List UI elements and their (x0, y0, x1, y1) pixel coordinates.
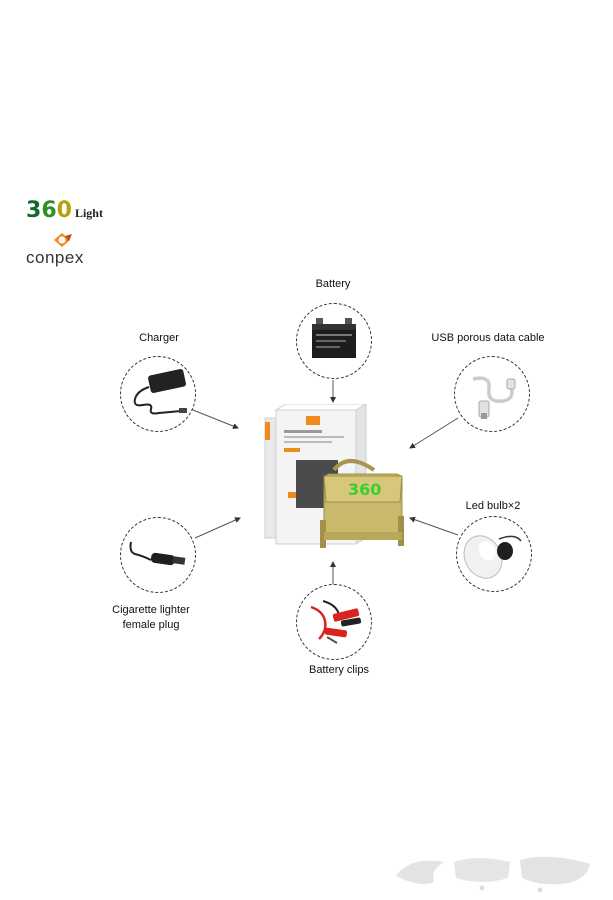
led-bulb-circle (456, 516, 532, 592)
usb-cable-icon (472, 376, 516, 419)
logo-360-digit: 3 (26, 198, 42, 223)
led-bulb-icon (463, 535, 522, 579)
battery-circle (296, 303, 372, 379)
led-bulb-label: Led bulb×2 (465, 500, 521, 512)
arrow-cigarette (194, 517, 241, 539)
conpex-logo-icon (54, 233, 72, 247)
charger-icon (133, 369, 187, 415)
bag-logo-text: 360 (348, 480, 382, 499)
battery-label: Battery (315, 278, 351, 290)
arrow-usb (409, 417, 459, 449)
logo-360-text: 360 (26, 198, 72, 223)
product-image (264, 404, 404, 548)
charger-circle (120, 356, 196, 432)
cigarette-plug-icon (129, 541, 186, 566)
conpex-logo-text: conpex (26, 248, 84, 267)
usb-cable-label: USB porous data cable (431, 332, 545, 344)
charger-label: Charger (139, 332, 179, 344)
cigarette-plug-label: Cigarette lighter female plug (96, 603, 206, 633)
cigarette-plug-circle (120, 517, 196, 593)
logo-light-text: Light (74, 206, 103, 220)
battery-icon (312, 318, 356, 358)
battery-clips-circle (296, 584, 372, 660)
cigarette-plug-label-line1: Cigarette lighter (112, 604, 190, 616)
usb-cable-circle (454, 356, 530, 432)
arrow-led (409, 516, 459, 536)
battery-clips-label: Battery clips (309, 664, 369, 676)
logo-360-digit: 6 (41, 198, 57, 223)
watermark-logo-icon (396, 856, 590, 893)
cigarette-plug-label-line2: female plug (122, 619, 180, 631)
logo-360-digit: 0 (56, 198, 72, 223)
arrow-charger (187, 407, 239, 429)
battery-clips-icon (310, 600, 362, 644)
